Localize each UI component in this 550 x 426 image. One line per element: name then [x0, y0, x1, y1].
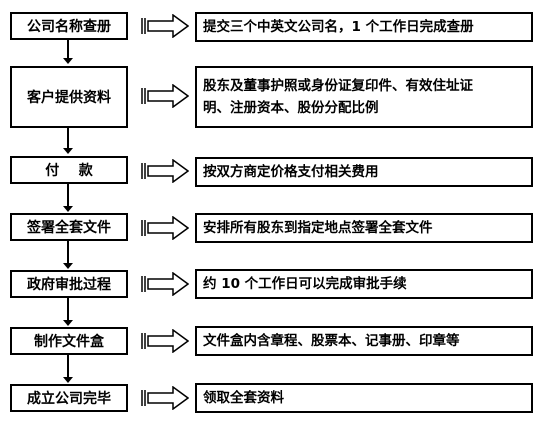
step-description-line: 明、注册资本、股份分配比例 — [203, 100, 379, 116]
step-description-text: 约 10 个工作日可以完成审批手续 — [203, 276, 407, 292]
down-arrow-icon — [63, 263, 73, 269]
step-label: 签署全套文件 — [27, 220, 111, 236]
down-arrow-icon — [63, 377, 73, 383]
step-description: 提交三个中英文公司名，1 个工作日完成查册 — [195, 12, 533, 42]
step-description: 股东及董事护照或身份证复印件、有效住址证 明、注册资本、股份分配比例 — [195, 66, 533, 128]
step-description: 按双方商定价格支付相关费用 — [195, 157, 533, 187]
step-description-text: 安排所有股东到指定地点签署全套文件 — [203, 220, 433, 236]
step-description: 文件盒内含章程、股票本、记事册、印章等 — [195, 326, 533, 356]
down-arrow-line — [67, 128, 69, 148]
down-arrow-line — [67, 241, 69, 263]
step-description-text: 提交三个中英文公司名，1 个工作日完成查册 — [203, 19, 474, 35]
step-make-document-box: 制作文件盒 — [10, 327, 128, 355]
down-arrow-icon — [63, 320, 73, 326]
double-arrow-icon — [141, 216, 189, 240]
step-company-name-search: 公司名称查册 — [10, 12, 128, 40]
double-arrow-icon — [141, 159, 189, 183]
step-description: 领取全套资料 — [195, 383, 533, 413]
step-client-provides-info: 客户提供资料 — [10, 66, 128, 128]
step-label: 客户提供资料 — [27, 90, 111, 106]
step-label: 付 款 — [45, 163, 93, 179]
down-arrow-line — [67, 355, 69, 377]
step-payment: 付 款 — [10, 156, 128, 184]
step-description: 约 10 个工作日可以完成审批手续 — [195, 269, 533, 299]
down-arrow-icon — [63, 148, 73, 154]
step-description-text: 按双方商定价格支付相关费用 — [203, 164, 379, 180]
step-company-established: 成立公司完毕 — [10, 384, 128, 412]
step-label: 公司名称查册 — [27, 19, 111, 35]
down-arrow-line — [67, 40, 69, 58]
double-arrow-icon — [141, 14, 189, 38]
down-arrow-line — [67, 184, 69, 206]
double-arrow-icon — [141, 272, 189, 296]
step-description: 安排所有股东到指定地点签署全套文件 — [195, 213, 533, 243]
double-arrow-icon — [141, 84, 189, 108]
step-description-line: 股东及董事护照或身份证复印件、有效住址证 — [203, 78, 473, 94]
down-arrow-icon — [63, 58, 73, 64]
step-description-text: 文件盒内含章程、股票本、记事册、印章等 — [203, 333, 460, 349]
step-sign-documents: 签署全套文件 — [10, 213, 128, 241]
down-arrow-icon — [63, 206, 73, 212]
down-arrow-line — [67, 298, 69, 320]
double-arrow-icon — [141, 329, 189, 353]
step-description-text: 领取全套资料 — [203, 390, 284, 406]
step-label: 制作文件盒 — [34, 334, 104, 350]
step-government-approval: 政府审批过程 — [10, 270, 128, 298]
double-arrow-icon — [141, 386, 189, 410]
step-label: 政府审批过程 — [27, 277, 111, 293]
step-label: 成立公司完毕 — [27, 391, 111, 407]
